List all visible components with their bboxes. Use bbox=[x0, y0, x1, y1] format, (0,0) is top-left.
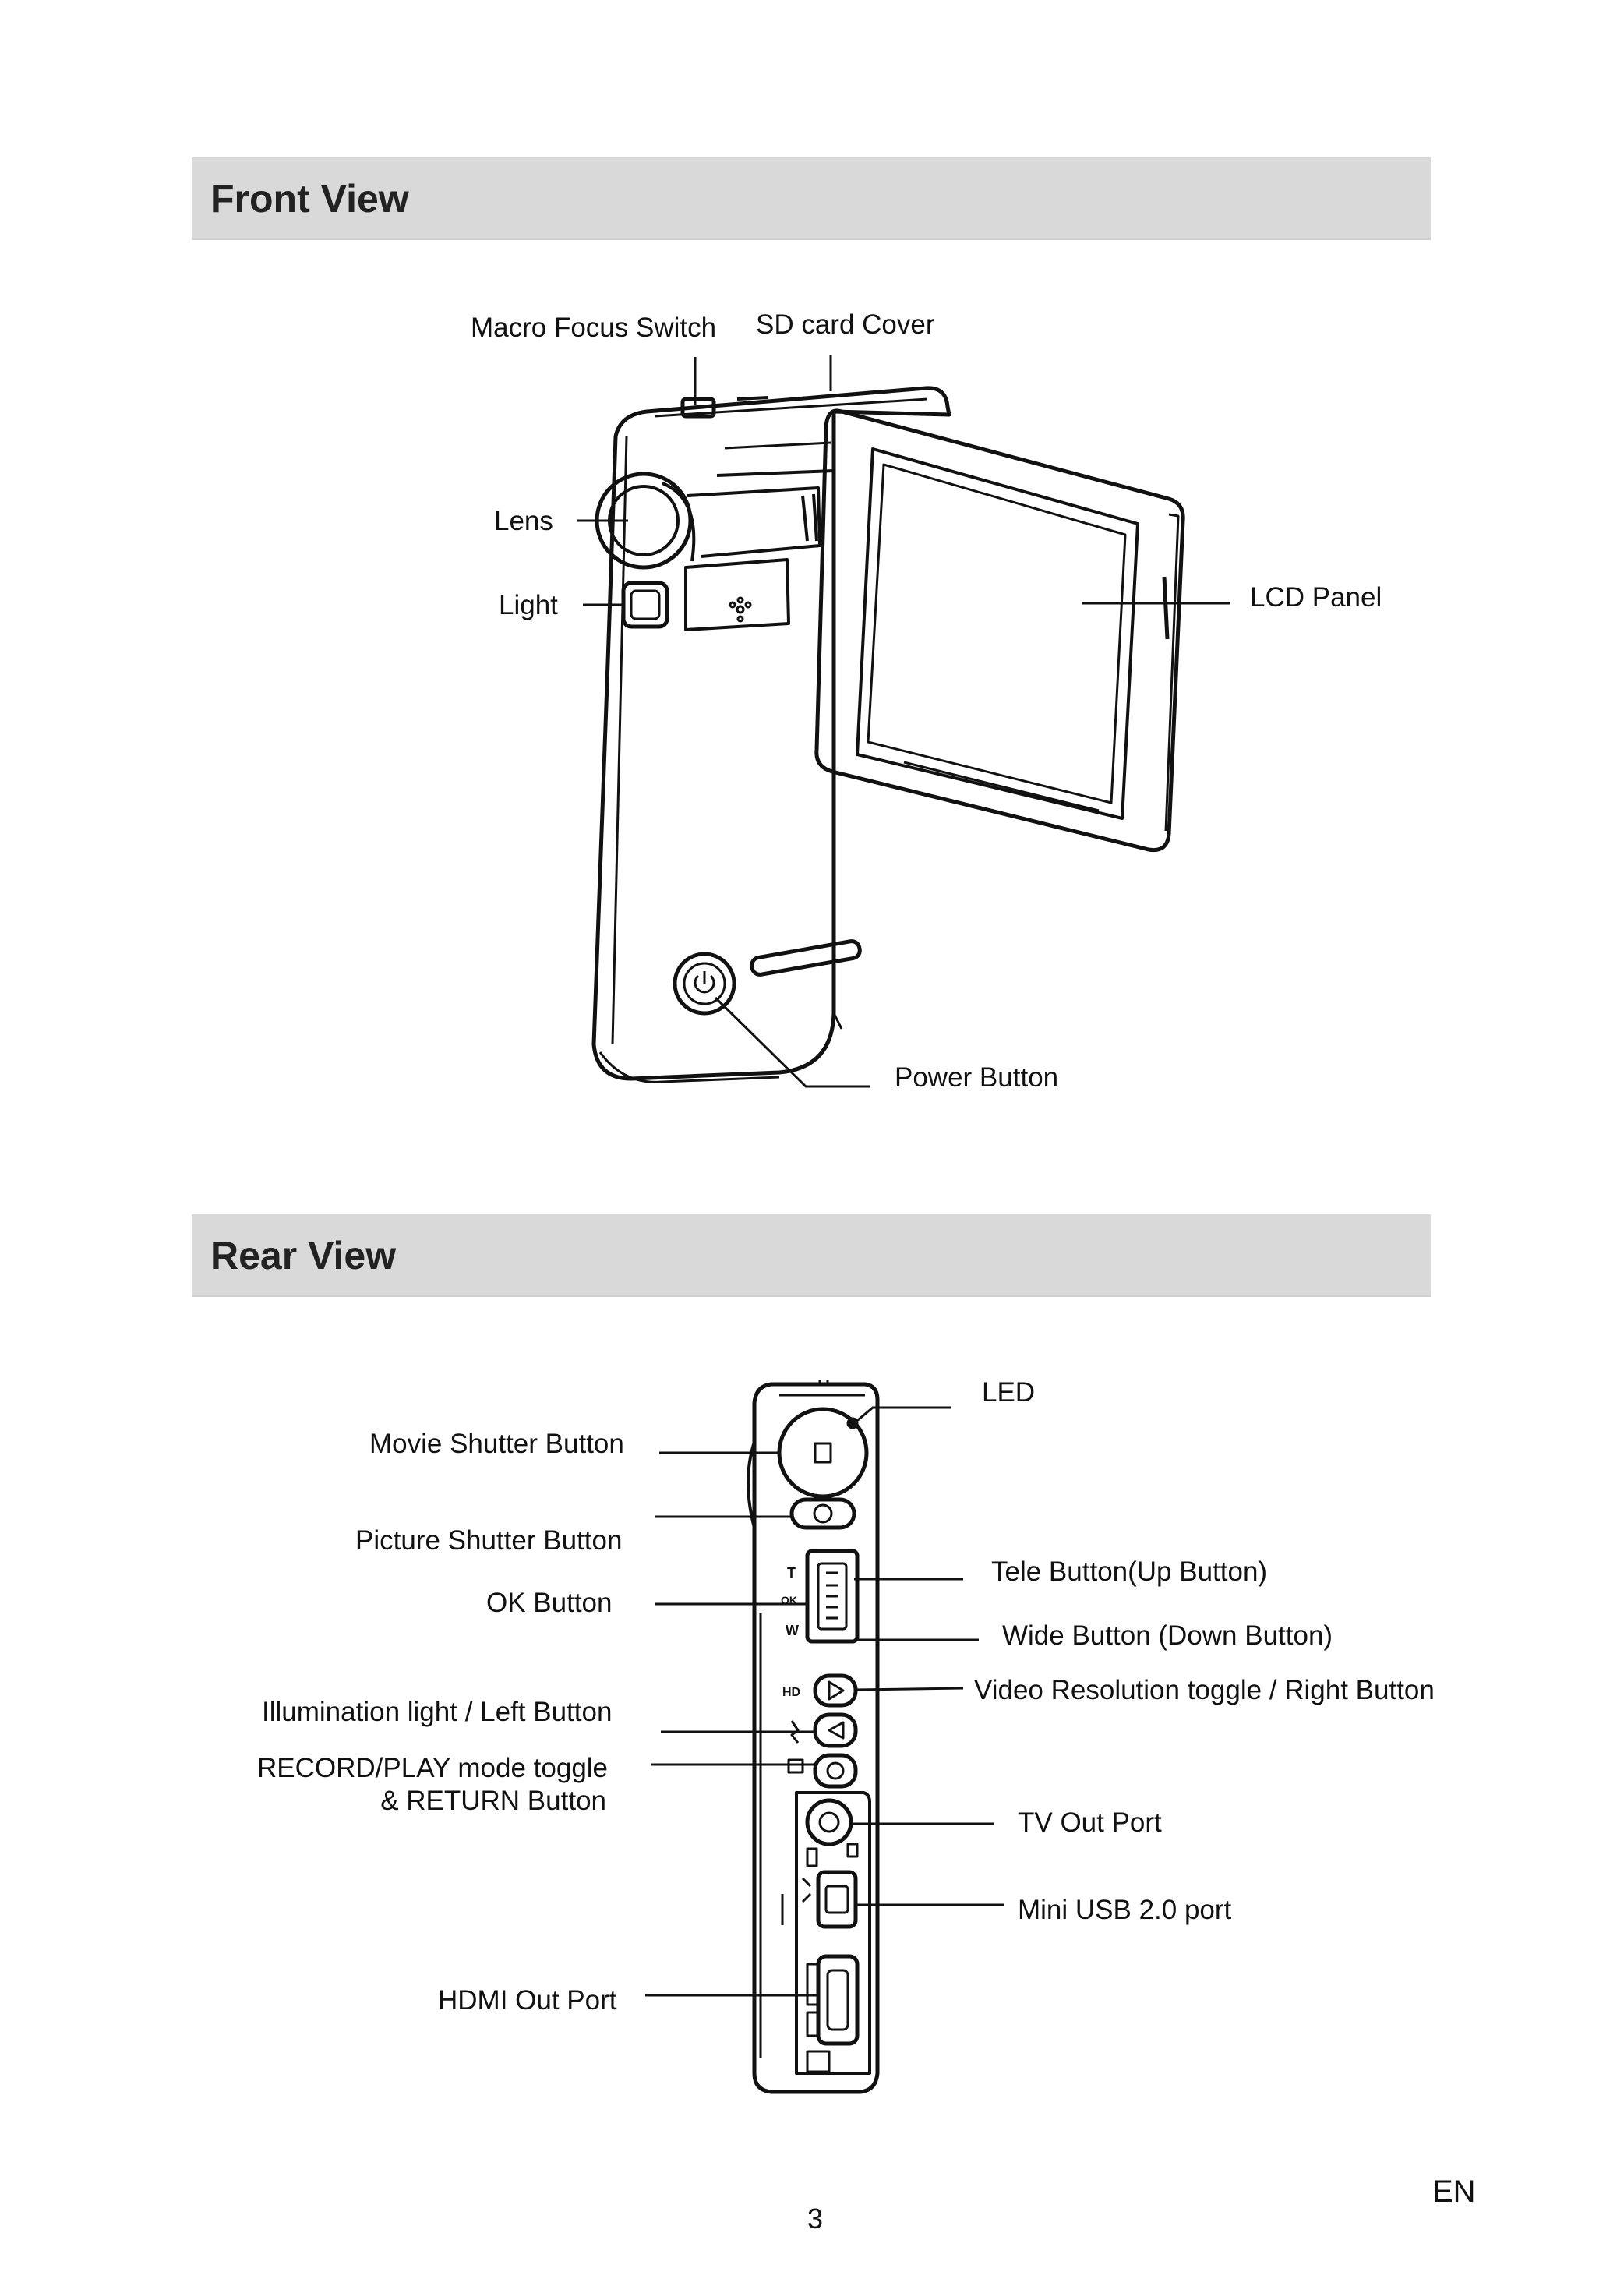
power-button-shape bbox=[673, 952, 736, 1016]
lcd-screen-bezel bbox=[856, 447, 1139, 820]
front-view-header: Front View bbox=[192, 157, 1431, 240]
label-led: LED bbox=[982, 1377, 1036, 1408]
language-code: EN bbox=[1432, 2175, 1476, 2209]
rear-view-title: Rear View bbox=[210, 1234, 397, 1277]
label-record-play-line1: RECORD/PLAY mode toggle bbox=[257, 1753, 609, 1783]
macro-switch-shape bbox=[680, 397, 716, 419]
lcd-panel-outline bbox=[814, 408, 1185, 853]
label-movie-shutter-button: Movie Shutter Button bbox=[369, 1429, 624, 1459]
record-play-button-shape bbox=[813, 1753, 858, 1789]
camera-body-edge bbox=[611, 436, 628, 1045]
label-power-button: Power Button bbox=[895, 1062, 1059, 1093]
label-wide-button: Wide Button (Down Button) bbox=[1002, 1620, 1333, 1651]
label-light: Light bbox=[499, 590, 558, 620]
picture-shutter-shape bbox=[789, 1497, 856, 1530]
label-illumination-light: Illumination light / Left Button bbox=[262, 1697, 613, 1727]
label-macro-focus-switch: Macro Focus Switch bbox=[471, 313, 717, 343]
label-tv-out-port: TV Out Port bbox=[1018, 1807, 1162, 1838]
label-lens: Lens bbox=[494, 506, 553, 536]
lcd-screen bbox=[867, 463, 1127, 804]
label-mini-usb-port: Mini USB 2.0 port bbox=[1018, 1895, 1232, 1925]
zoom-rocker-shape bbox=[805, 1549, 860, 1644]
light-housing bbox=[684, 558, 790, 631]
device-markings: T OK W HD bbox=[781, 1565, 800, 1699]
speaker-grille bbox=[750, 939, 862, 977]
microphone-icon bbox=[729, 596, 752, 623]
label-hdmi-out-port: HDMI Out Port bbox=[438, 1985, 617, 2016]
label-record-play-line2: & RETURN Button bbox=[380, 1786, 606, 1816]
tv-out-port-shape bbox=[805, 1798, 853, 1846]
label-video-resolution-toggle: Video Resolution toggle / Right Button bbox=[974, 1675, 1435, 1705]
illumination-button-shape bbox=[813, 1712, 858, 1748]
label-tele-button: Tele Button(Up Button) bbox=[991, 1556, 1268, 1587]
rear-body-outline bbox=[752, 1382, 880, 2094]
front-view-title: Front View bbox=[210, 177, 409, 221]
page-number: 3 bbox=[807, 2203, 824, 2235]
label-record-play-toggle: RECORD/PLAY mode toggle & RETURN Button bbox=[257, 1752, 609, 1818]
marking-tele: T bbox=[787, 1565, 796, 1581]
mini-usb-port-shape bbox=[816, 1870, 858, 1929]
movie-shutter-shape bbox=[777, 1407, 869, 1499]
rear-view-header: Rear View bbox=[192, 1214, 1431, 1297]
marking-wide: W bbox=[786, 1623, 799, 1638]
label-picture-shutter-button: Picture Shutter Button bbox=[355, 1525, 623, 1556]
marking-hd: HD bbox=[782, 1686, 800, 1699]
label-lcd-panel: LCD Panel bbox=[1250, 582, 1382, 613]
camera-body-outline bbox=[591, 386, 951, 1081]
resolution-button-shape bbox=[813, 1673, 858, 1708]
label-ok-button: OK Button bbox=[486, 1588, 613, 1618]
label-sd-card-cover: SD card Cover bbox=[756, 309, 935, 340]
